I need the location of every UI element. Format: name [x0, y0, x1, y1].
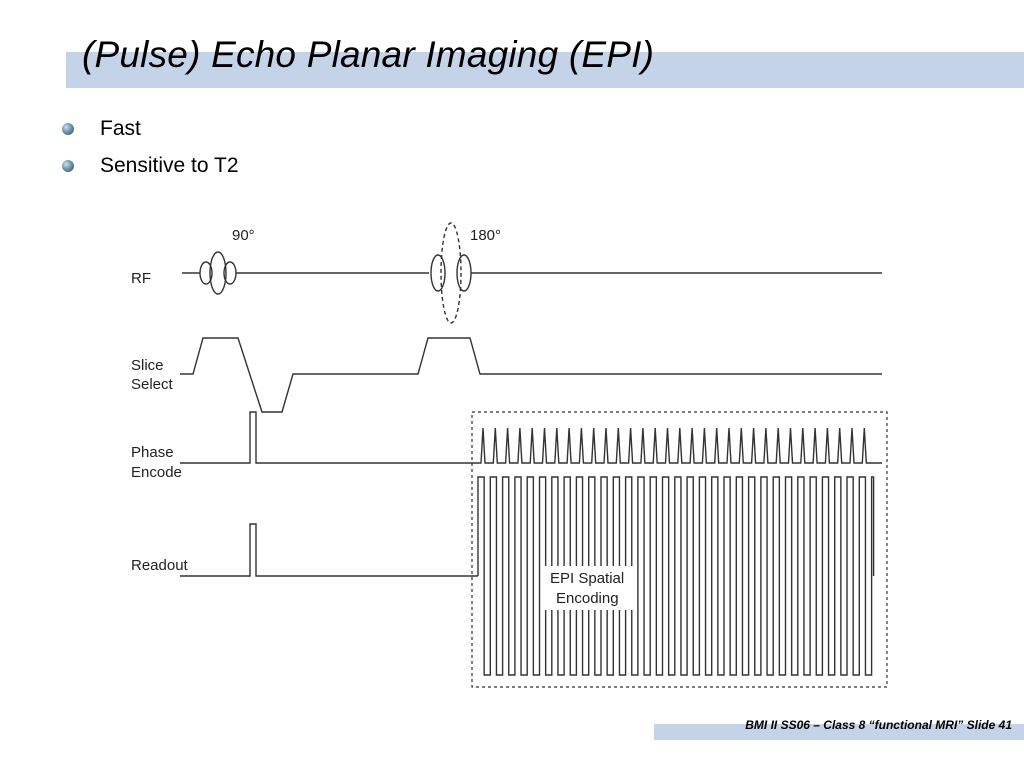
epi-label-background: [544, 566, 636, 610]
phase-encode-waveform: [180, 411, 882, 464]
bullet-icon: [62, 122, 74, 135]
bullet-text: Fast: [100, 116, 141, 140]
bullet-list: Fast Sensitive to T2: [62, 110, 239, 184]
footer-bar: [654, 724, 1024, 740]
slice-label-line1: Slice: [131, 357, 164, 374]
title-bar: [66, 52, 1024, 88]
epi-spatial-encoding-box: [471, 411, 888, 688]
rf-label: RF: [131, 270, 151, 287]
phase-label-line2: Encode: [131, 464, 182, 481]
epi-label-line1: EPI Spatial: [550, 570, 624, 587]
slide-title: (Pulse) Echo Planar Imaging (EPI): [82, 34, 655, 75]
readout-label: Readout: [131, 557, 189, 574]
footer-text: BMI II SS06 – Class 8 “functional MRI” S…: [745, 718, 1012, 732]
pulse-180-label: 180°: [470, 227, 501, 244]
bullet-icon: [62, 159, 74, 172]
epi-label-line2: Encoding: [556, 590, 619, 607]
bullet-item-sensitive: Sensitive to T2: [62, 147, 239, 184]
slice-label-line2: Select: [131, 376, 174, 393]
epi-pulse-sequence-diagram: RF Slice Select Phase Encode Readout 90°…: [131, 222, 888, 688]
phase-label-line1: Phase: [131, 444, 174, 461]
slice-select-waveform: [180, 337, 882, 413]
readout-waveform: [180, 476, 875, 676]
pulse-90-label: 90°: [232, 227, 255, 244]
bullet-text: Sensitive to T2: [100, 153, 239, 177]
bullet-item-fast: Fast: [62, 110, 239, 147]
rf-waveform: [182, 222, 882, 324]
